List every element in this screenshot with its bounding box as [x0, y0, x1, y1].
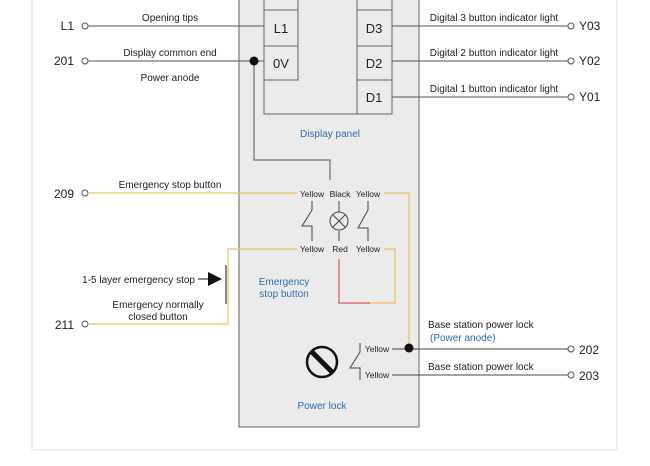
digital1-label: Digital 1 button indicator light	[430, 84, 559, 95]
terminal-203-label: 203	[579, 369, 599, 383]
wire-yellow-right-loop	[384, 192, 410, 348]
terminal-y01-label: Y01	[579, 90, 601, 104]
cell-d1-label: D1	[366, 90, 383, 105]
terminal-211	[81, 320, 89, 328]
cell-top-right	[356, 0, 393, 11]
terminal-211-label: 211	[55, 318, 74, 332]
arrow-right-icon	[208, 272, 222, 286]
cell-0v-label: 0V	[273, 56, 289, 71]
switch-left	[301, 201, 313, 241]
terminal-y01	[567, 93, 575, 101]
lock-wire-label-1: Yellow	[365, 344, 390, 354]
base-station-power-lock-label: Base station power lock	[428, 320, 535, 331]
terminal-l1	[81, 22, 89, 30]
base-station-power-lock-label-2: Base station power lock	[428, 362, 535, 373]
wire-211-yellow	[88, 248, 297, 325]
display-panel-label: Display panel	[300, 129, 360, 140]
node-base-power-anode	[404, 343, 414, 353]
terminal-202	[567, 345, 575, 353]
terminal-y03	[567, 22, 575, 30]
base-station-power-anode-label: (Power anode)	[430, 333, 496, 344]
terminal-201-label: 201	[54, 54, 74, 68]
cell-d2-label: D2	[366, 56, 383, 71]
emergency-normally-closed-line2: closed button	[128, 312, 188, 323]
cell-d3-label: D3	[366, 21, 383, 36]
power-lock-label: Power lock	[298, 401, 348, 412]
digital3-label: Digital 3 button indicator light	[430, 13, 559, 24]
lock-switch	[349, 343, 361, 380]
terminal-201	[81, 57, 89, 65]
node-power-anode	[249, 56, 259, 66]
cell-top-left	[263, 0, 299, 11]
power-anode-label: Power anode	[141, 73, 200, 84]
terminal-l1-label: L1	[61, 19, 75, 33]
wire-label-yellow-bottom-right: Yellow	[356, 244, 381, 254]
emergency-normally-closed-line1: Emergency normally	[112, 300, 203, 311]
terminal-y03-label: Y03	[579, 19, 601, 33]
display-common-end-label: Display common end	[123, 48, 216, 59]
layer-emergency-stop-label: 1-5 layer emergency stop	[82, 275, 195, 286]
wire-label-yellow-top-right: Yellow	[356, 189, 381, 199]
terminal-202-label: 202	[579, 343, 599, 357]
opening-tips-label: Opening tips	[142, 13, 198, 24]
cell-l1-label: L1	[274, 21, 288, 36]
power-lock-icon	[305, 345, 339, 379]
wire-power-anode-drop	[253, 61, 331, 180]
switch-right	[357, 201, 369, 241]
wire-yellow-bottom-right	[370, 248, 396, 304]
lamp-cross-2	[332, 214, 346, 228]
cell-d3	[356, 9, 393, 47]
emergency-stop-button-label: Emergency stop button	[119, 180, 222, 191]
terminal-209-label: 209	[54, 187, 74, 201]
digital2-label: Digital 2 button indicator light	[430, 48, 559, 59]
outer-frame	[31, 0, 618, 451]
terminal-209	[81, 189, 89, 197]
wire-label-red: Red	[332, 244, 348, 254]
wire-label-yellow-top-left: Yellow	[300, 189, 325, 199]
cell-d1	[356, 79, 393, 115]
indicator-lamp-icon	[329, 211, 349, 231]
emergency-stop-box-line1: Emergency	[259, 277, 310, 288]
terminal-y02	[567, 57, 575, 65]
wire-red	[338, 259, 370, 304]
emergency-stop-box-line2: stop button	[259, 289, 308, 300]
cell-0v	[263, 45, 299, 81]
terminal-y02-label: Y02	[579, 54, 601, 68]
terminal-203	[567, 371, 575, 379]
wire-label-black: Black	[330, 189, 352, 199]
wire-label-yellow-bottom-left: Yellow	[300, 244, 325, 254]
lock-wire-label-2: Yellow	[365, 370, 390, 380]
